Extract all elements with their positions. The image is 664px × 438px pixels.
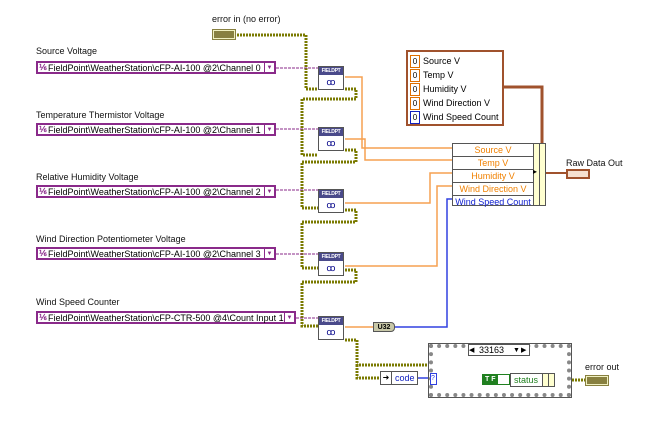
bundle-element[interactable]: Wind Speed Count: [455, 197, 531, 207]
node-header: FIELDPT: [319, 67, 343, 75]
node-header: FIELDPT: [319, 190, 343, 198]
io-name-icon: ⅙: [39, 125, 47, 134]
error-in-label: error in (no error): [212, 14, 281, 24]
channel-path: FieldPoint\WeatherStation\cFP-CTR-500 @4…: [48, 312, 284, 323]
glasses-icon: ꝏ: [326, 327, 336, 337]
channel-io-control[interactable]: ⅙ FieldPoint\WeatherStation\cFP-CTR-500 …: [36, 311, 296, 324]
case-selector[interactable]: ◀ 33163 ▼ ▶: [468, 344, 530, 356]
channel-io-control[interactable]: ⅙ FieldPoint\WeatherStation\cFP-AI-100 @…: [36, 123, 276, 136]
node-header: FIELDPT: [319, 317, 343, 325]
dropdown-arrow-icon[interactable]: ▼: [264, 125, 274, 134]
error-wire: [300, 208, 358, 270]
raw-data-out-indicator[interactable]: [566, 169, 590, 179]
cluster-wire: [503, 85, 544, 143]
channel-io-control[interactable]: ⅙ FieldPoint\WeatherStation\cFP-AI-100 @…: [36, 247, 276, 260]
error-wire: [300, 148, 358, 210]
glasses-icon: ꝏ: [326, 138, 336, 148]
dropdown-arrow-icon[interactable]: ▼: [264, 249, 274, 258]
cluster-item-label: Source V: [423, 56, 461, 66]
boolean-constant[interactable]: T F: [482, 374, 510, 385]
bundle-element[interactable]: Wind Direction V: [453, 183, 533, 196]
decrement-arrow-icon[interactable]: ◀: [469, 347, 475, 354]
numeric-constant[interactable]: 0: [410, 96, 420, 110]
io-name-icon: ⅙: [39, 63, 47, 72]
increment-arrow-icon[interactable]: ▶: [521, 347, 527, 354]
unbundle-element: code: [395, 373, 415, 383]
channel-label: Wind Speed Counter: [36, 297, 120, 307]
channel-io-control[interactable]: ⅙ FieldPoint\WeatherStation\cFP-AI-100 @…: [36, 61, 276, 74]
int-wire: [395, 198, 454, 328]
bundle-output-bar: [548, 373, 555, 387]
bundle-by-name-node[interactable]: Source V Temp V Humidity V Wind Directio…: [452, 143, 534, 207]
fieldpoint-read-node[interactable]: FIELDPT ꝏ: [318, 252, 344, 276]
bundle-output-bar: [539, 143, 546, 206]
fieldpoint-read-node[interactable]: FIELDPT ꝏ: [318, 127, 344, 151]
dropdown-arrow-icon[interactable]: ▼: [513, 347, 520, 354]
cluster-item-label: Wind Direction V: [423, 98, 491, 108]
numeric-constant[interactable]: 0: [410, 54, 420, 68]
channel-path: FieldPoint\WeatherStation\cFP-AI-100 @2\…: [48, 248, 261, 259]
cluster-item-label: Wind Speed Count: [423, 112, 499, 122]
bundle-element[interactable]: Humidity V: [453, 170, 533, 183]
arrow-right-icon: ➜: [381, 372, 392, 384]
boolean-label: T F: [483, 375, 498, 384]
dbl-wire: [345, 138, 454, 161]
bundle-element[interactable]: Temp V: [453, 157, 533, 170]
channel-label: Temperature Thermistor Voltage: [36, 110, 165, 120]
arrow-icon: ▸: [533, 167, 538, 176]
fieldpoint-read-node[interactable]: FIELDPT ꝏ: [318, 189, 344, 213]
channel-path: FieldPoint\WeatherStation\cFP-AI-100 @2\…: [48, 124, 261, 135]
dropdown-arrow-icon[interactable]: ▼: [264, 63, 274, 72]
numeric-constant[interactable]: 0: [410, 68, 420, 82]
io-name-icon: ⅙: [39, 249, 47, 258]
dropdown-arrow-icon[interactable]: ▼: [264, 187, 274, 196]
dbl-wire: [345, 76, 454, 149]
case-selector-value: 33163: [479, 345, 505, 355]
channel-label: Wind Direction Potentiometer Voltage: [36, 234, 186, 244]
channel-label: Relative Humidity Voltage: [36, 172, 139, 182]
to-u32-conversion[interactable]: U32: [373, 322, 395, 332]
fieldpoint-read-node[interactable]: FIELDPT ꝏ: [318, 316, 344, 340]
fieldpoint-read-node[interactable]: FIELDPT ꝏ: [318, 66, 344, 90]
channel-path: FieldPoint\WeatherStation\cFP-AI-100 @2\…: [48, 186, 261, 197]
raw-data-out-label: Raw Data Out: [566, 158, 623, 168]
bundle-element[interactable]: Source V: [453, 144, 533, 157]
error-wire: [300, 87, 358, 157]
status-element: status: [514, 375, 539, 385]
error-wire: [237, 33, 318, 91]
error-in-control[interactable]: [212, 29, 236, 40]
unbundle-by-name-node[interactable]: ➜ code: [380, 371, 418, 385]
cluster-item-label: Temp V: [423, 70, 454, 80]
node-header: FIELDPT: [319, 128, 343, 136]
case-selector-terminal: ?: [430, 373, 437, 385]
channel-io-control[interactable]: ⅙ FieldPoint\WeatherStation\cFP-AI-100 @…: [36, 185, 276, 198]
numeric-constant[interactable]: 0: [410, 110, 420, 124]
glasses-icon: ꝏ: [326, 77, 336, 87]
numeric-constant[interactable]: 0: [410, 82, 420, 96]
glasses-icon: ꝏ: [326, 200, 336, 210]
glasses-icon: ꝏ: [326, 263, 336, 273]
error-wire: [355, 365, 380, 380]
dbl-wire: [345, 185, 454, 267]
channel-label: Source Voltage: [36, 46, 98, 56]
error-out-label: error out: [585, 362, 620, 372]
error-out-indicator[interactable]: [585, 375, 609, 386]
io-name-icon: ⅙: [39, 187, 47, 196]
channel-path: FieldPoint\WeatherStation\cFP-AI-100 @2\…: [48, 62, 261, 73]
dropdown-arrow-icon[interactable]: ▼: [284, 313, 294, 322]
io-name-icon: ⅙: [39, 313, 47, 322]
dbl-wire: [345, 172, 454, 204]
error-wire: [345, 338, 432, 367]
cluster-item-label: Humidity V: [423, 84, 467, 94]
node-header: FIELDPT: [319, 253, 343, 261]
error-wire: [300, 268, 358, 328]
